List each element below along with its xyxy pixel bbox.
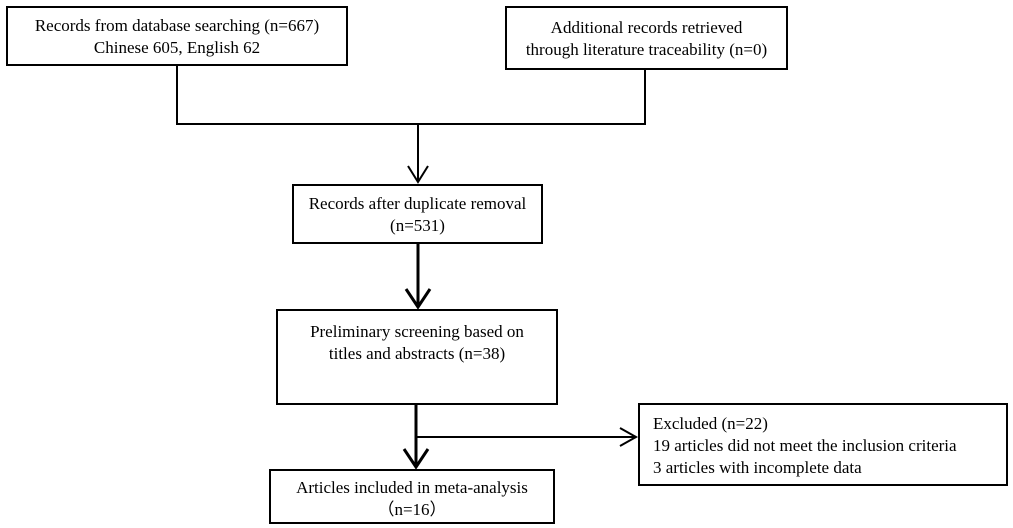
duplicate-removal-box: Records after duplicate removal (n=531) — [292, 184, 543, 244]
excluded-line-2: 19 articles did not meet the inclusion c… — [653, 436, 957, 455]
duplicate-removal-line-2: (n=531) — [390, 216, 445, 235]
additional-records-line-2: through literature traceability (n=0) — [525, 40, 768, 59]
excluded-box: Excluded (n=22) 19 articles did not meet… — [638, 403, 1008, 486]
screening-line-2: titles and abstracts (n=38) — [328, 344, 506, 363]
arrowhead-included — [402, 448, 430, 470]
additional-records-box: Additional records retrieved through lit… — [505, 6, 788, 70]
screening-box: Preliminary screening based on titles an… — [276, 309, 558, 405]
additional-records-line-1: Additional records retrieved — [550, 18, 743, 37]
database-records-box: Records from database searching (n=667) … — [6, 6, 348, 66]
database-records-line-2: Chinese 605, English 62 — [93, 38, 261, 57]
included-box: Articles included in meta-analysis （n=16… — [269, 469, 555, 524]
screening-line-1: Preliminary screening based on — [310, 322, 524, 341]
included-line-1: Articles included in meta-analysis — [296, 478, 528, 497]
excluded-line-3: 3 articles with incomplete data — [653, 458, 862, 477]
arrowhead-duplicates — [407, 165, 429, 184]
excluded-line-1: Excluded (n=22) — [653, 414, 768, 433]
duplicate-removal-line-1: Records after duplicate removal — [308, 194, 527, 213]
included-line-2: （n=16） — [377, 500, 447, 519]
database-records-line-1: Records from database searching (n=667) — [34, 16, 320, 35]
arrowhead-excluded — [619, 427, 639, 447]
arrowhead-screening — [404, 288, 432, 310]
